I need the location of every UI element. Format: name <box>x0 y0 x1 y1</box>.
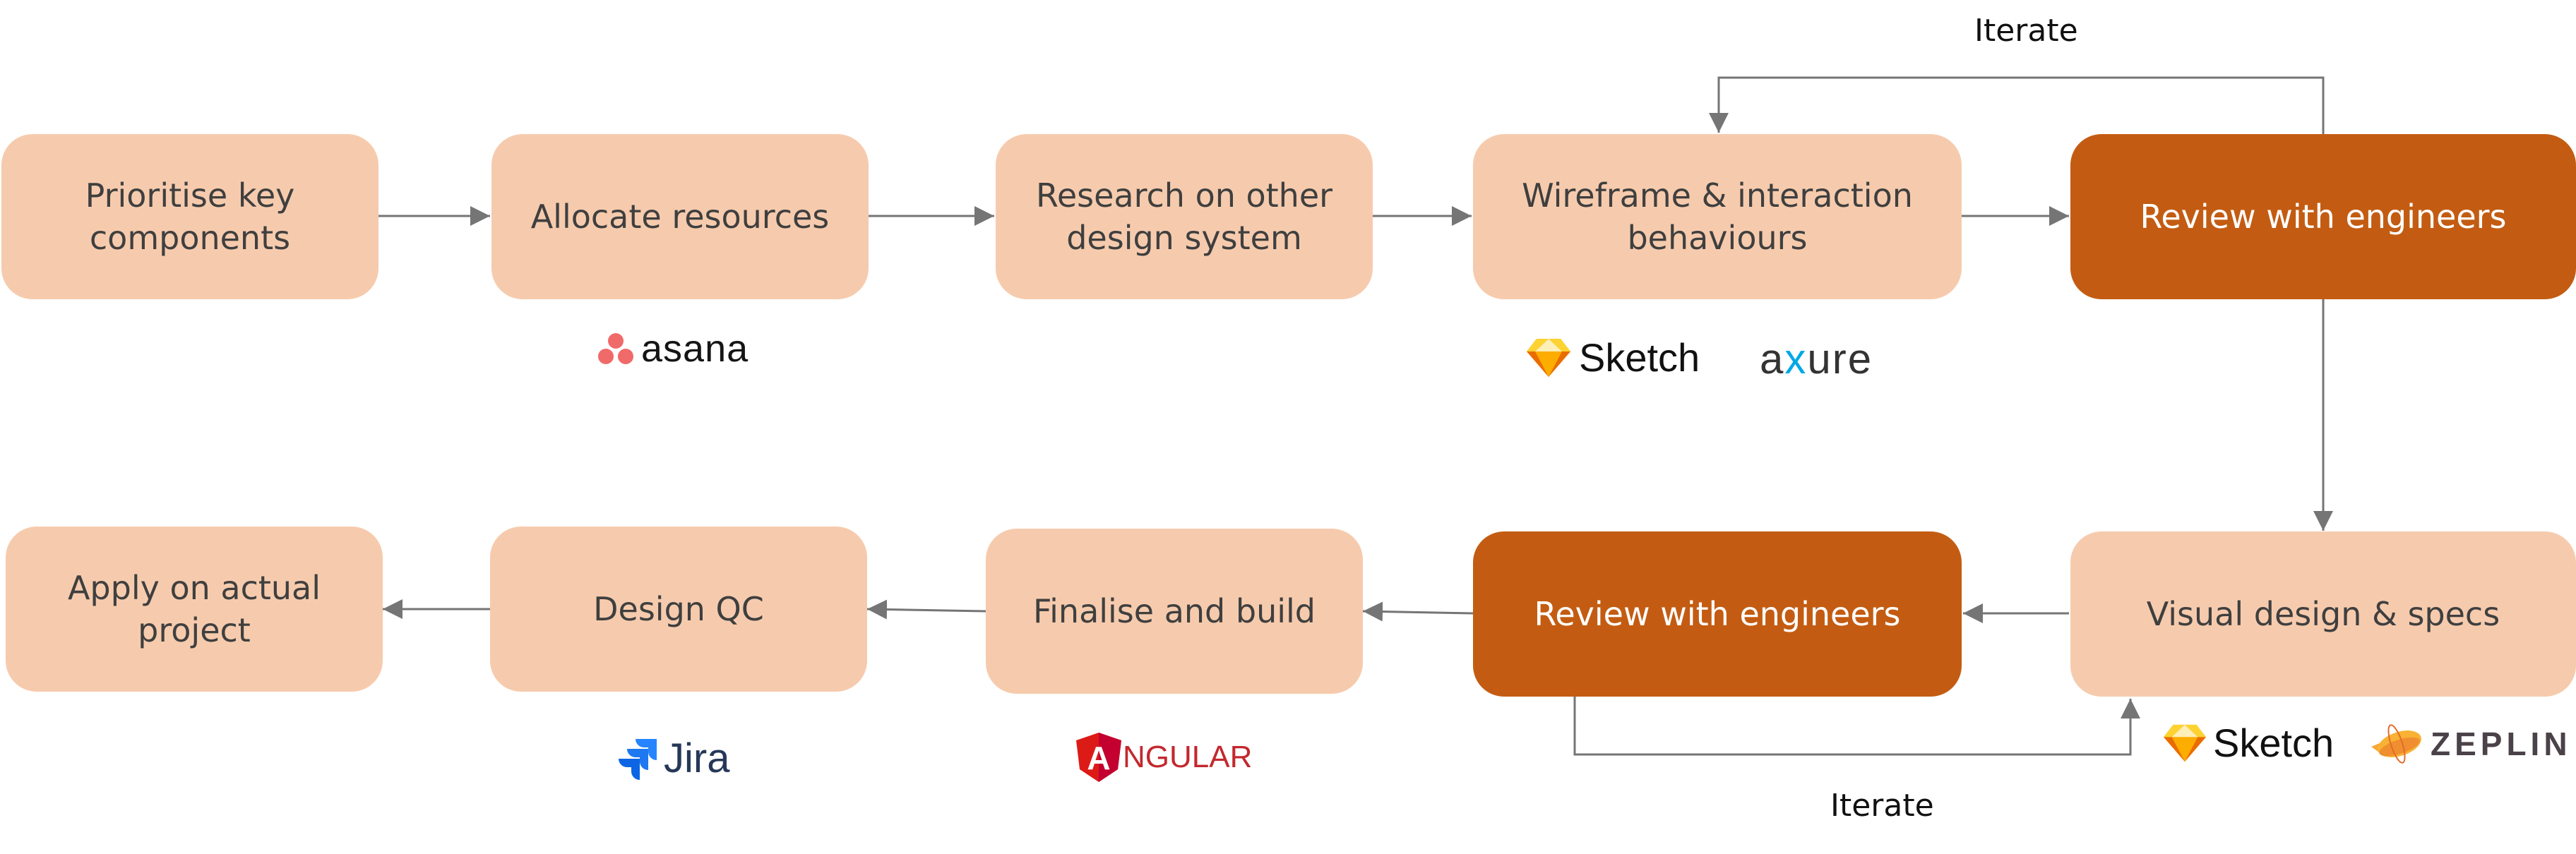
angular-wordmark: NGULAR <box>1123 740 1253 774</box>
step-allocate-resources[interactable]: Allocate resources <box>491 134 869 299</box>
axure-a: a <box>1760 335 1785 383</box>
iterate-label-top: Iterate <box>1974 13 2078 49</box>
asana-icon <box>598 333 633 364</box>
sketch-wordmark: Sketch <box>1579 335 1700 380</box>
step-label: Wireframe & interaction behaviours <box>1522 176 1913 257</box>
jira-logo: Jira <box>616 735 729 781</box>
step-apply-on-actual-project[interactable]: Apply on actual project <box>6 527 383 692</box>
step-label: Visual design & specs <box>2146 595 2500 633</box>
step-visual-design-specs[interactable]: Visual design & specs <box>2070 531 2576 697</box>
iterate-loop-bottom <box>1573 696 2140 756</box>
asana-wordmark: asana <box>641 327 749 370</box>
jira-wordmark: Jira <box>664 735 730 781</box>
arrow-s8-s9 <box>866 599 986 620</box>
step-finalise-and-build[interactable]: Finalise and build <box>986 529 1363 694</box>
angular-initial: A <box>1087 740 1110 776</box>
step-review-with-engineers-2[interactable]: Review with engineers <box>1473 531 1962 697</box>
angular-logo: A NGULAR <box>1076 733 1252 782</box>
zeplin-zeppelin-icon <box>2371 724 2421 764</box>
iterate-loop-top <box>1709 76 2325 134</box>
sketch-diamond-icon <box>1527 339 1570 377</box>
iterate-label-bottom: Iterate <box>1830 788 1934 824</box>
step-label: Review with engineers <box>1534 595 1901 633</box>
step-label: Design QC <box>593 590 764 628</box>
step-label: Research on other design system <box>1035 176 1333 257</box>
zeplin-wordmark: ZEPLIN <box>2431 726 2572 762</box>
step-label: Prioritise key components <box>85 176 295 257</box>
sketch-diamond-icon <box>2164 724 2206 762</box>
angular-shield-icon: A <box>1076 733 1121 782</box>
step-label: Review with engineers <box>2140 198 2507 236</box>
step-label: Finalise and build <box>1033 592 1316 630</box>
axure-x: x <box>1784 335 1808 383</box>
sketch-logo-1: Sketch <box>1527 335 1700 380</box>
step-design-qc[interactable]: Design QC <box>490 527 867 692</box>
axure-logo: axure <box>1760 335 1873 383</box>
sketch-wordmark: Sketch <box>2213 720 2334 765</box>
step-label: Apply on actual project <box>67 569 321 649</box>
zeplin-logo: ZEPLIN <box>2368 721 2572 766</box>
step-research-design-systems[interactable]: Research on other design system <box>996 134 1373 299</box>
step-review-with-engineers-1[interactable]: Review with engineers <box>2070 134 2576 299</box>
axure-wordmark: axure <box>1760 335 1873 383</box>
asana-logo: asana <box>597 327 749 370</box>
step-prioritise-key-components[interactable]: Prioritise key components <box>1 134 378 299</box>
sketch-logo-2: Sketch <box>2164 720 2334 765</box>
arrow-s7-s8 <box>1362 601 1474 622</box>
jira-icon <box>619 739 657 780</box>
axure-ure: ure <box>1807 335 1873 383</box>
step-wireframe-interaction[interactable]: Wireframe & interaction behaviours <box>1473 134 1962 299</box>
step-label: Allocate resources <box>530 198 830 236</box>
